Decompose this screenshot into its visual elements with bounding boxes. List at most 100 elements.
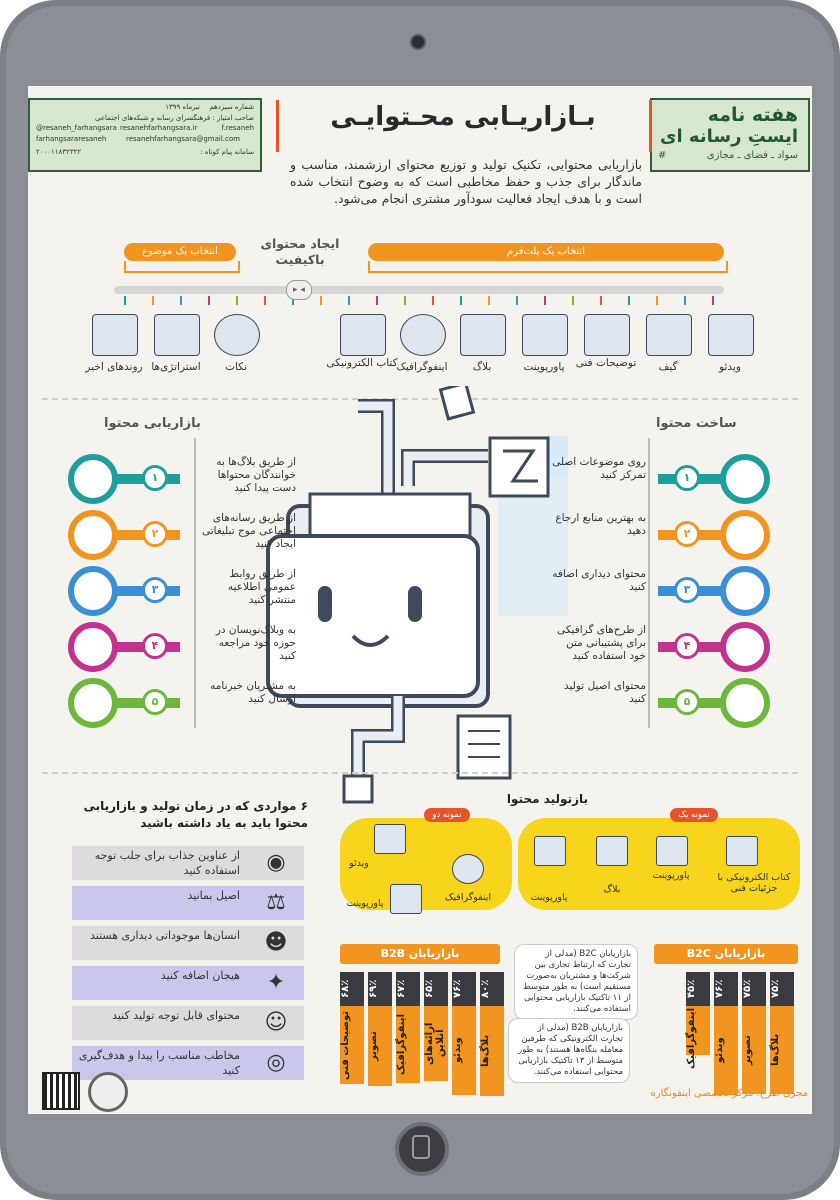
handle-2[interactable]: resanehfarhangsara.ir	[120, 124, 198, 132]
title-bracket	[276, 100, 652, 152]
b2b-bar-value-5	[368, 972, 392, 1006]
tip-row-5: ☺محتوای قابل توجه تولید کنید	[72, 1006, 304, 1040]
ruler-tick	[600, 296, 602, 305]
sample2-tag: نمونه دو	[424, 808, 470, 822]
sample1-powerpoint2-label: پاورپوینت	[530, 892, 568, 903]
ruler-tick	[124, 296, 126, 305]
ruler-tick	[516, 296, 518, 305]
b2b-bar-value-4	[396, 972, 420, 1006]
ruler-tick	[404, 296, 406, 305]
b2c-bar-3	[714, 1006, 738, 1095]
tip-row-3: ☻انسان‌ها موجوداتی دیداری هستند	[72, 926, 304, 960]
sms-number: ۲۰۰۰۱۱۸۳۲۳۲۲	[36, 148, 82, 156]
platform-label-infographic: اینفوگرافیک	[396, 361, 448, 373]
quality-label-1: ایجاد محتوای	[260, 236, 340, 251]
handle-4[interactable]: farhangsararesaneh	[36, 135, 107, 143]
ruler-tick	[320, 296, 322, 305]
platform-label-gif: گیف	[658, 361, 678, 373]
creation-step-text-5: محتوای اصیل تولید کنید	[564, 680, 646, 705]
handle-1[interactable]: @resaneh_farhangsara	[36, 124, 117, 132]
b2b-bar-value-1	[480, 972, 504, 1006]
ruler-tick	[152, 296, 154, 305]
blog-icon	[460, 314, 506, 356]
ruler-tick	[236, 296, 238, 305]
b2b-bar-label-2: ویدئو	[452, 1037, 463, 1064]
brand-title-2: ایستِ رسانه ای	[660, 126, 798, 147]
folder-illustration	[266, 386, 568, 804]
email-text[interactable]: resanehfarhangsara@gmail.com	[126, 135, 240, 143]
b2b-bar-5	[368, 1006, 392, 1086]
camera-icon	[410, 34, 426, 50]
timeline-ruler	[114, 286, 724, 294]
b2b-bar-label-1: بلاگ‌ها	[480, 1034, 491, 1068]
marketing-step-icon-3	[68, 566, 118, 616]
whitepaper-icon	[584, 314, 630, 356]
qr-code-icon	[42, 1072, 80, 1110]
b2b-bar-label-3: ارائه‌های آنلاین	[424, 1022, 446, 1065]
owner-text: صاحب امتیاز : فرهنگسرای رسانه و شبکه‌های…	[95, 114, 254, 122]
tip-icon-5: ☺	[264, 1010, 288, 1035]
home-button[interactable]	[395, 1122, 449, 1176]
creation-step-icon-5	[720, 678, 770, 728]
marketing-step-text-1: از طریق بلاگ‌ها به خوانندگان محتواها دست…	[216, 456, 296, 494]
ruler-tick	[348, 296, 350, 305]
quality-label-2: باکیفیت	[275, 252, 325, 267]
ruler-tick	[460, 296, 462, 305]
reproduce-title: بازتولید محتوا	[506, 792, 588, 806]
marketing-step-icon-4	[68, 622, 118, 672]
platform-bracket	[368, 261, 728, 273]
timeline-slider-handle[interactable]: ◂ ▸	[286, 280, 312, 300]
b2b-bar-4	[396, 1006, 420, 1083]
ruler-tick	[376, 296, 378, 305]
ruler-tick	[628, 296, 630, 305]
creation-step-number-3: ۳	[674, 577, 700, 603]
issue-text: شماره سیزدهم	[209, 103, 254, 111]
creation-title: ساخت محتوا	[656, 416, 737, 431]
b2b-bar-percent-1: ۸۰٪	[480, 979, 491, 999]
b2b-bar-3	[424, 1006, 448, 1081]
marketing-step-text-3: از طریق روابط عمومی اطلاعیه منتشر کنید	[227, 568, 296, 606]
b2b-bar-percent-3: ۶۵٪	[424, 979, 435, 999]
b2c-bar-percent-4: ۴۵٪	[686, 979, 697, 999]
creation-step-number-2: ۲	[674, 521, 700, 547]
marketing-step-number-5: ۵	[142, 689, 168, 715]
creation-step-icon-3	[720, 566, 770, 616]
b2c-bar-percent-2: ۷۵٪	[742, 979, 753, 999]
b2b-bar-label-4: اینفوگرافیک	[396, 1013, 407, 1076]
sample1-powerpoint-label: پاورپوینت	[652, 870, 690, 881]
tip-row-1: ◉از عناوین جذاب برای جلب توجه استفاده کن…	[72, 846, 304, 880]
brand-subtitle: سواد ـ فضای ـ مجازی	[706, 150, 798, 161]
ruler-tick	[656, 296, 658, 305]
ruler-tick	[488, 296, 490, 305]
b2c-bar-label-4: اینفوگرافیک	[686, 1008, 697, 1070]
platform-label-video: ویدئو	[719, 361, 741, 373]
creation-step-text-1: روی موضوعات اصلی تمرکز کنید	[552, 456, 646, 481]
home-icon	[412, 1135, 430, 1159]
tip-row-2: ⚖اصیل بمانید	[72, 886, 304, 920]
tip-text-6: مخاطب مناسب را پیدا و هدف‌گیری کنید	[78, 1049, 240, 1077]
b2c-bar-4	[686, 1006, 710, 1055]
ruler-tick	[544, 296, 546, 305]
b2b-bar-label-5: تصویر	[368, 1031, 379, 1061]
creation-step-text-2: به بهترین منابع ارجاع دهید	[555, 512, 646, 537]
sms-label: سامانه پیام کوتاه :	[200, 148, 254, 156]
sample2-video-label: ویدئو	[349, 858, 369, 869]
sample1-blog-label: بلاگ	[603, 884, 621, 895]
creation-step-number-5: ۵	[674, 689, 700, 715]
intro-paragraph: بازاریابی محتوایی، تکنیک تولید و توزیع م…	[290, 157, 642, 206]
b2c-callout: بازاریابان B2C (مدلی از تجارت که ارتباط …	[514, 944, 638, 1020]
b2b-header: بازاریابان B2B	[340, 944, 500, 964]
handle-3[interactable]: f.resaneh	[221, 124, 254, 132]
b2b-bar-percent-2: ۷۶٪	[452, 979, 463, 999]
tip-icon-1: ◉	[266, 850, 286, 875]
credit-text: مجری طرح: مرکز تخصصی اینفونگاره	[650, 1088, 808, 1099]
section-divider-1	[42, 398, 798, 400]
creation-step-text-3: محتوای دیداری اضافه کنید	[552, 568, 646, 593]
b2b-bar-label-6: توضیحات فنی	[340, 1010, 351, 1080]
sample2-video-icon	[374, 824, 406, 854]
tip-text-4: هیجان اضافه کنید	[160, 969, 240, 982]
creation-step-icon-1	[720, 454, 770, 504]
b2c-bar-label-2: تصویر	[742, 1035, 753, 1065]
sample1-powerpoint2-icon	[534, 836, 566, 866]
